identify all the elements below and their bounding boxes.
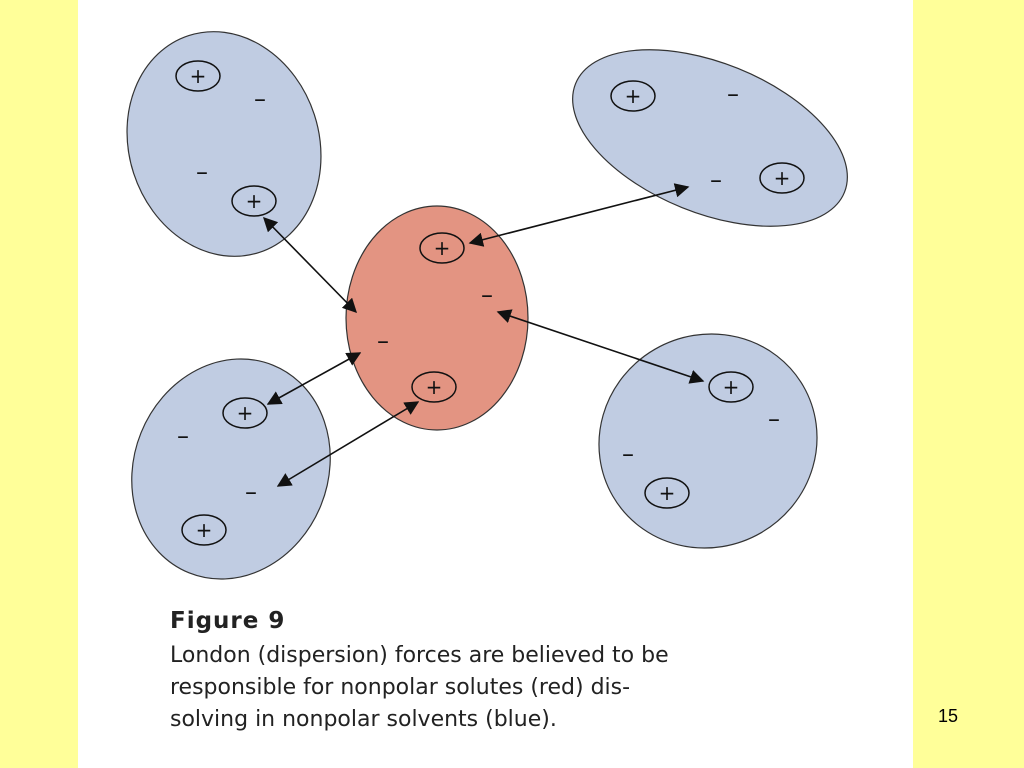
- positive-charge: +: [610, 80, 656, 112]
- negative-charge: –: [727, 80, 739, 108]
- solvent-molecule-bottom-left: + – – +: [131, 358, 331, 580]
- dispersion-forces-diagram: + – – + + – – + + – – +: [126, 31, 848, 580]
- arrow-solute-to-top-left: [262, 216, 358, 314]
- arrow-solute-to-bottom-left-upper: [266, 352, 362, 405]
- svg-text:+: +: [434, 236, 451, 260]
- svg-text:+: +: [723, 375, 740, 399]
- solvent-molecule-top-right: + – – +: [572, 49, 848, 227]
- figure-caption: Figure 9 London (dispersion) forces are …: [170, 606, 870, 736]
- positive-charge: +: [181, 514, 227, 546]
- svg-text:+: +: [190, 64, 207, 88]
- svg-text:+: +: [659, 481, 676, 505]
- svg-text:+: +: [426, 375, 443, 399]
- negative-charge: –: [245, 478, 257, 506]
- positive-charge: +: [644, 477, 690, 509]
- svg-text:+: +: [196, 518, 213, 542]
- svg-text:+: +: [237, 401, 254, 425]
- solvent-molecule-bottom-right: + – – +: [598, 333, 818, 549]
- negative-charge: –: [177, 422, 189, 450]
- positive-charge: +: [419, 232, 465, 264]
- caption-line-1: London (dispersion) forces are believed …: [170, 643, 669, 668]
- positive-charge: +: [231, 185, 277, 217]
- positive-charge: +: [411, 371, 457, 403]
- caption-line-2: responsible for nonpolar solutes (red) d…: [170, 675, 631, 700]
- positive-charge: +: [759, 162, 805, 194]
- svg-text:+: +: [774, 166, 791, 190]
- positive-charge: +: [222, 397, 268, 429]
- solute-molecule-center: + – – +: [345, 205, 529, 431]
- slide-page-number: 15: [938, 706, 959, 726]
- solvent-molecule-top-left: + – – +: [126, 31, 322, 257]
- negative-charge: –: [481, 281, 493, 309]
- negative-charge: –: [768, 405, 780, 433]
- negative-charge: –: [377, 327, 389, 355]
- svg-text:+: +: [625, 84, 642, 108]
- positive-charge: +: [175, 60, 221, 92]
- arrow-solute-to-bottom-right: [496, 309, 705, 384]
- negative-charge: –: [254, 85, 266, 113]
- caption-line-3: solving in nonpolar solvents (blue).: [170, 707, 557, 732]
- negative-charge: –: [196, 158, 208, 186]
- negative-charge: –: [622, 440, 634, 468]
- figure-title: Figure 9: [170, 608, 286, 634]
- positive-charge: +: [708, 371, 754, 403]
- arrow-solute-to-top-right: [468, 183, 690, 247]
- arrow-solute-to-bottom-left-lower: [276, 401, 420, 487]
- svg-text:+: +: [246, 189, 263, 213]
- negative-charge: –: [710, 166, 722, 194]
